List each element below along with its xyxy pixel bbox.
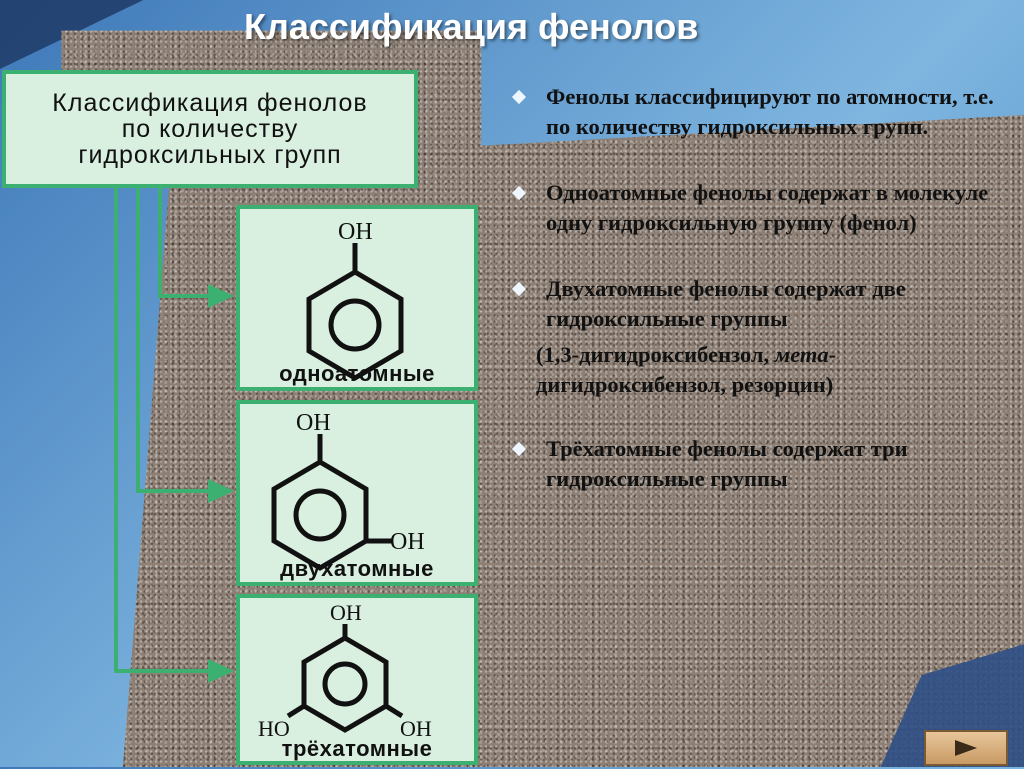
molecule-box-triatomic: OH HO OH трёхатомные [236,594,478,765]
classification-box: Классификация фенолов по количеству гидр… [2,70,418,188]
oh-group-label: OH [390,529,425,555]
bullet-text: Двухатомные фенолы содержат две гидрокси… [546,276,906,331]
bullet-note: (1,3-дигидроксибензол, мета-дигидроксибе… [536,340,1008,400]
note-italic-text: мета [774,342,829,367]
arrow-to-diatomic [136,188,210,493]
diamond-bullet-icon [511,281,527,297]
play-triangle-icon [955,740,977,756]
bullet-list: Фенолы классифицируют по атомности, т.е.… [508,82,1008,520]
bullet-text: Трёхатомные фенолы содержат три гидрокси… [546,436,908,491]
molecule-label: одноатомные [279,361,435,386]
resorcinol-structure-icon: OH OH [271,410,425,571]
oh-group-label: OH [338,219,373,245]
phloroglucinol-structure-icon: OH HO OH [258,600,432,741]
bullet-item: Трёхатомные фенолы содержат три гидрокси… [508,434,1008,494]
slide-title: Классификация фенолов [244,6,699,47]
oh-group-label: OH [296,410,331,436]
phenol-structure-icon: OH [306,219,404,381]
bullet-text: Фенолы классифицируют по атомности, т.е.… [546,84,994,139]
arrow-to-monoatomic [158,188,210,298]
molecule-box-monoatomic: OH одноатомные [236,205,478,391]
arrowhead-icon [208,659,234,683]
arrow-to-triatomic [114,188,210,673]
next-slide-button[interactable] [924,730,1008,766]
diamond-bullet-icon [511,89,527,105]
note-text: (1,3-дигидроксибензол, [536,342,775,367]
molecule-box-diatomic: OH OH двухатомные [236,400,478,586]
molecule-label: трёхатомные [281,736,433,761]
bullet-item: Фенолы классифицируют по атомности, т.е.… [508,82,1008,142]
oh-group-label: OH [400,716,432,741]
bullet-item: Двухатомные фенолы содержат две гидрокси… [508,274,1008,400]
arrowhead-icon [208,284,234,308]
diamond-bullet-icon [511,185,527,201]
oh-group-label: OH [330,600,362,625]
ho-group-label: HO [258,716,290,741]
bullet-text: Одноатомные фенолы содержат в молекуле о… [546,180,989,235]
bullet-item: Одноатомные фенолы содержат в молекуле о… [508,178,1008,238]
diamond-bullet-icon [511,441,527,457]
arrowhead-icon [208,479,234,503]
note-text: -дигидроксибензол, резорцин) [536,342,837,397]
molecule-label: двухатомные [280,556,434,581]
